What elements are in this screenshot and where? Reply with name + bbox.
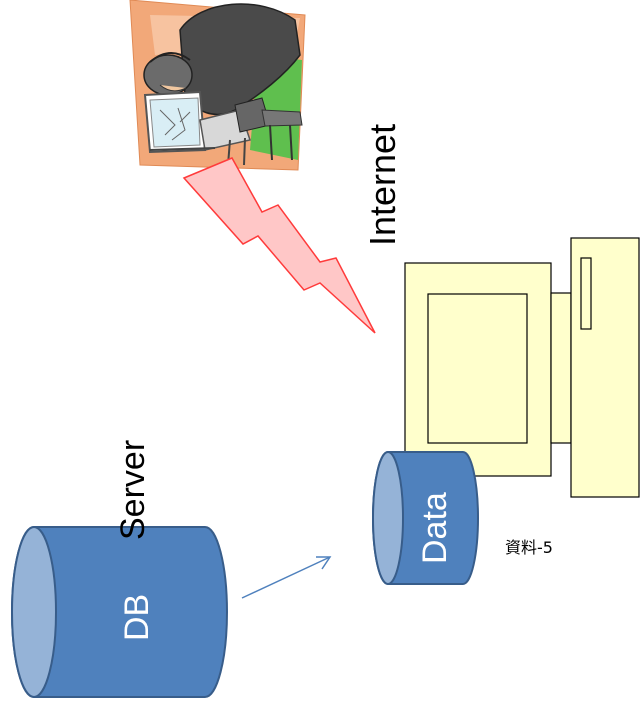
db-cylinder	[11, 526, 228, 698]
hacker-at-computer-icon	[129, 0, 306, 171]
db-label: DB	[118, 594, 156, 641]
internet-label: Internet	[362, 124, 403, 246]
desktop-computer-icon	[404, 237, 640, 498]
lightning-bolt-icon	[182, 157, 376, 334]
transfer-arrow	[241, 556, 332, 599]
server-label: Server	[114, 440, 152, 540]
data-cylinder	[372, 451, 479, 585]
caption-label: 資料-5	[505, 538, 553, 557]
data-label: Data	[416, 492, 454, 564]
